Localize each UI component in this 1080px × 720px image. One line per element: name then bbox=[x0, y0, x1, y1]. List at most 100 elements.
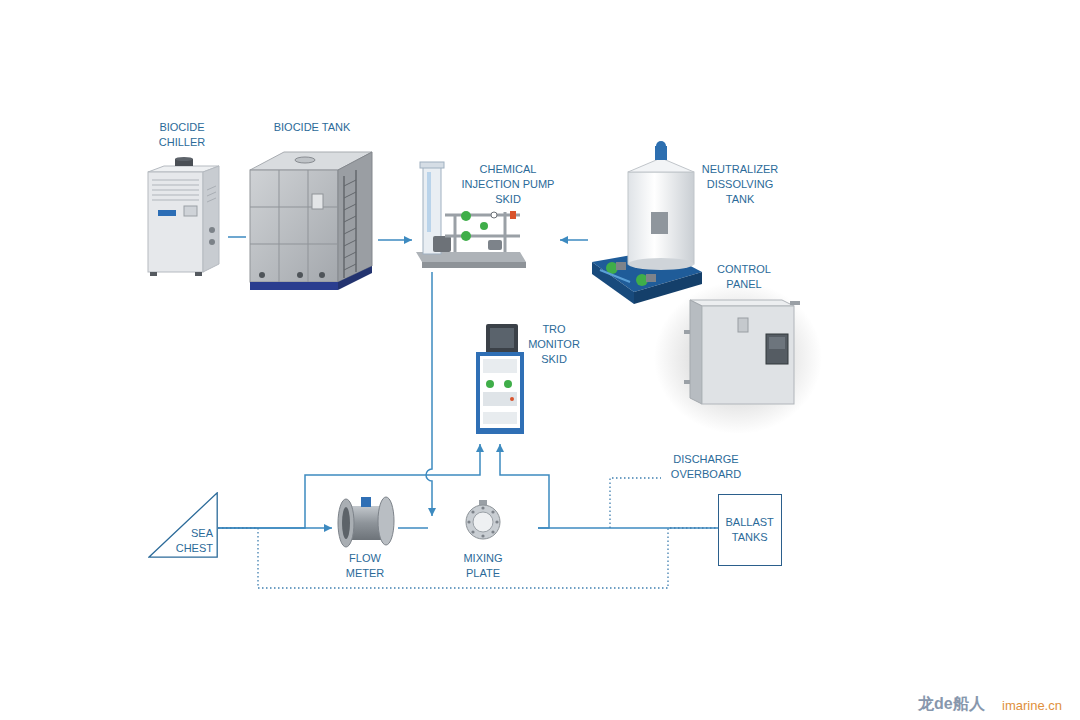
biocide-chiller-illustration bbox=[209, 227, 215, 233]
biocide-chiller-illustration bbox=[158, 210, 176, 216]
equipment-label: MIXING PLATE bbox=[458, 551, 508, 581]
sea-chest-triangle: SEA CHEST bbox=[148, 492, 218, 558]
pump-skid-illustration bbox=[480, 222, 488, 230]
neutralizer-tank-illustration bbox=[628, 158, 694, 172]
equipment-node: TRO MONITOR SKID bbox=[472, 320, 582, 444]
pump-skid-illustration bbox=[427, 172, 431, 232]
biocide-chiller-illustration bbox=[184, 206, 197, 216]
biocide-tank-illustration bbox=[338, 152, 372, 282]
biocide-tank-illustration bbox=[250, 244, 338, 245]
biocide-tank-illustration bbox=[295, 157, 315, 163]
biocide-tank-illustration bbox=[308, 170, 309, 282]
equipment-label: BIOCIDE TANK bbox=[246, 120, 378, 135]
control-panel-illustration bbox=[738, 318, 748, 332]
biocide-tank-illustration bbox=[250, 282, 338, 290]
biocide-tank-illustration bbox=[250, 152, 372, 290]
flow-meter-illustration bbox=[378, 497, 394, 545]
neutralizer-tank-illustration bbox=[616, 262, 626, 270]
mixing-plate-illustration bbox=[466, 500, 500, 539]
biocide-chiller-illustration bbox=[152, 190, 199, 191]
tro-monitor-illustration bbox=[483, 392, 517, 406]
control-panel-illustration bbox=[702, 306, 794, 404]
equipment-label: BIOCIDE CHILLER bbox=[142, 120, 222, 150]
pipe-line bbox=[228, 236, 246, 238]
biocide-tank-illustration bbox=[250, 170, 338, 282]
tro-monitor-illustration bbox=[476, 324, 524, 434]
tro-monitor-illustration bbox=[478, 354, 522, 430]
biocide-tank-illustration bbox=[355, 170, 357, 272]
tro-monitor-illustration bbox=[486, 380, 494, 388]
bypass-line bbox=[218, 528, 718, 588]
biocide-chiller-illustration bbox=[150, 272, 157, 276]
biocide-tank-illustration bbox=[344, 216, 356, 222]
mixing-plate-illustration bbox=[481, 506, 484, 509]
watermark: 龙de船人 bbox=[918, 693, 985, 715]
biocide-tank-illustration bbox=[344, 264, 356, 270]
biocide-tank-illustration bbox=[344, 192, 356, 198]
biocide-chiller-illustration bbox=[148, 172, 203, 272]
biocide-tank-illustration bbox=[250, 207, 338, 208]
pipe-line bbox=[398, 527, 428, 529]
biocide-chiller-illustration bbox=[209, 239, 215, 245]
pipe-line bbox=[560, 239, 588, 241]
mixing-plate-illustration bbox=[491, 510, 494, 513]
neutralizer-tank-illustration bbox=[656, 141, 666, 151]
biocide-tank-illustration bbox=[297, 272, 303, 278]
tro-monitor-illustration bbox=[504, 380, 512, 388]
control-panel-illustration bbox=[769, 337, 785, 349]
biocide-chiller-illustration bbox=[152, 195, 199, 196]
biocide-tank-illustration bbox=[344, 228, 356, 234]
biocide-chiller-illustration bbox=[175, 157, 193, 161]
control-panel-illustration bbox=[654, 282, 822, 434]
outlet-label: DISCHARGE OVERBOARD bbox=[665, 452, 747, 482]
control-panel-illustration bbox=[690, 300, 702, 404]
pipe-line bbox=[500, 444, 549, 528]
control-panel-illustration bbox=[690, 300, 794, 306]
equipment-node: CONTROL PANEL bbox=[685, 260, 803, 412]
pipe-line bbox=[426, 272, 432, 516]
neutralizer-tank-illustration bbox=[600, 270, 630, 282]
mixing-plate-illustration bbox=[466, 505, 500, 539]
mixing-plate-illustration bbox=[471, 530, 474, 533]
equipment-node: BIOCIDE TANK bbox=[246, 118, 378, 292]
ballast-tank-box: BALLAST TANKS bbox=[718, 494, 782, 566]
equipment-node: MIXING PLATE bbox=[428, 516, 538, 586]
control-panel-illustration bbox=[766, 334, 788, 364]
biocide-tank-illustration bbox=[319, 272, 325, 278]
pump-skid-illustration bbox=[422, 262, 526, 268]
biocide-tank-illustration bbox=[338, 266, 372, 290]
flow-meter-illustration bbox=[342, 507, 350, 539]
equipment-label: NEUTRALIZER DISSOLVING TANK bbox=[700, 162, 780, 207]
mixing-plate-illustration bbox=[495, 520, 498, 523]
mixing-plate-illustration bbox=[491, 530, 494, 533]
tro-monitor-illustration bbox=[483, 412, 517, 424]
pump-skid-illustration bbox=[454, 215, 457, 252]
control-panel-illustration bbox=[790, 301, 800, 305]
biocide-chiller-illustration bbox=[152, 185, 199, 186]
biocide-chiller-illustration bbox=[207, 186, 216, 190]
biocide-tank-illustration bbox=[312, 194, 323, 209]
pump-skid-illustration bbox=[510, 211, 516, 219]
tro-monitor-illustration bbox=[486, 324, 518, 354]
pump-skid-illustration bbox=[461, 231, 471, 241]
tro-monitor-illustration bbox=[490, 328, 514, 348]
biocide-tank-illustration bbox=[259, 272, 265, 278]
mixing-plate-illustration bbox=[481, 534, 484, 537]
pump-skid-illustration bbox=[416, 162, 526, 268]
equipment-label: TRO MONITOR SKID bbox=[526, 322, 582, 367]
equipment-node: CHEMICAL INJECTION PUMP SKID bbox=[412, 158, 560, 272]
biocide-tank-illustration bbox=[344, 240, 356, 246]
neutralizer-tank-illustration bbox=[628, 258, 694, 270]
tro-monitor-illustration bbox=[476, 430, 524, 434]
equipment-label: CONTROL PANEL bbox=[709, 262, 779, 292]
tro-monitor-illustration bbox=[510, 397, 514, 401]
flow-meter-illustration bbox=[338, 497, 394, 547]
biocide-chiller-illustration bbox=[207, 198, 216, 202]
pump-skid-illustration bbox=[504, 212, 507, 252]
equipment-label: BALLAST TANKS bbox=[722, 515, 778, 545]
equipment-node: BIOCIDE CHILLER bbox=[136, 118, 228, 280]
neutralizer-tank-illustration bbox=[628, 172, 694, 264]
